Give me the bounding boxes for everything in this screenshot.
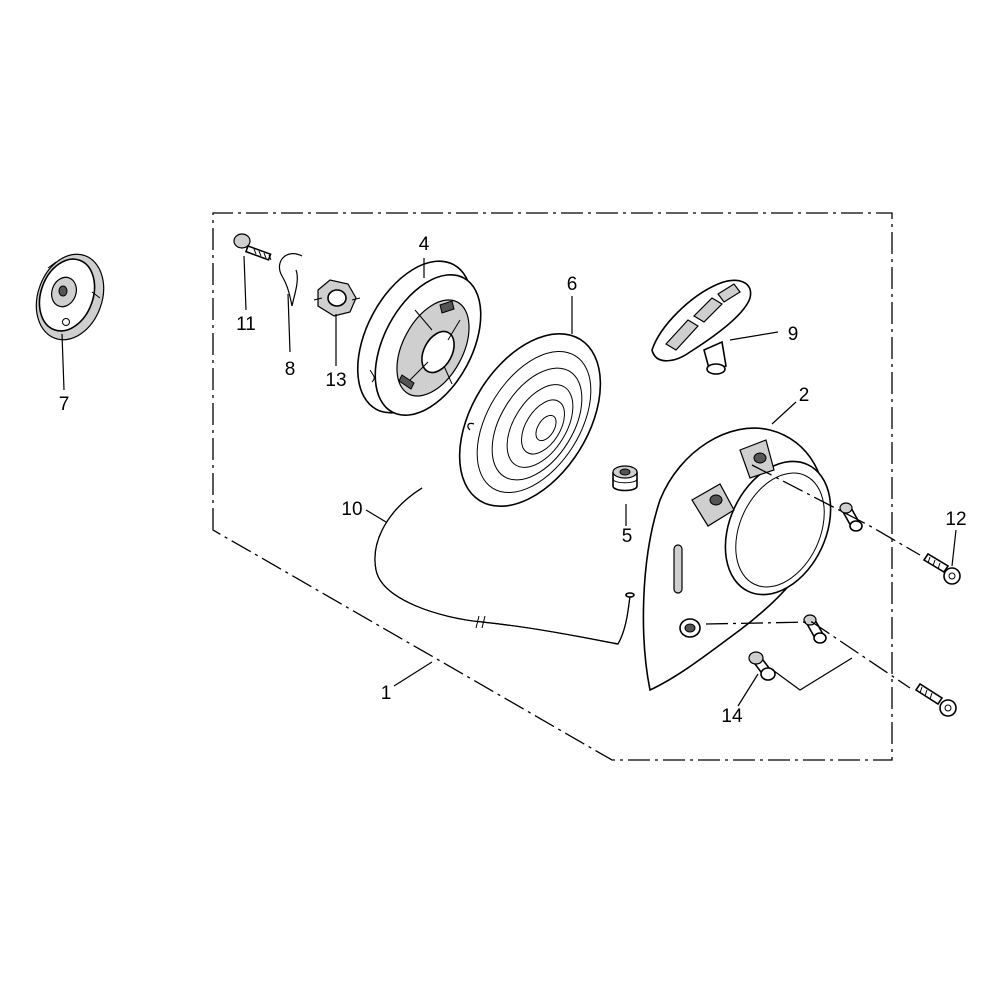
part-5-bushing[interactable] <box>612 465 638 492</box>
callout-7: 7 <box>59 394 70 415</box>
callout-5: 5 <box>622 526 633 547</box>
part-13-ratchet[interactable] <box>313 279 361 317</box>
part-12-screw-lower[interactable] <box>914 682 957 717</box>
callout-8: 8 <box>285 359 296 380</box>
callout-14: 14 <box>721 706 743 727</box>
callout-6: 6 <box>567 274 578 295</box>
callout-13: 13 <box>325 370 346 391</box>
leader-lines <box>61 255 957 707</box>
part-14-collar[interactable] <box>748 651 776 681</box>
callout-4: 4 <box>419 234 430 255</box>
part-2-starter-case[interactable] <box>642 427 851 692</box>
spacer-collar-upper[interactable] <box>839 502 863 532</box>
callout-10: 10 <box>341 499 362 520</box>
callout-12: 12 <box>945 509 966 530</box>
spacer-collar-middle[interactable] <box>803 614 827 644</box>
part-10-starter-rope[interactable] <box>374 487 635 645</box>
callout-2: 2 <box>799 385 810 406</box>
part-4-rope-pulley[interactable] <box>334 242 502 433</box>
part-11-screw[interactable] <box>233 233 272 261</box>
callout-11: 11 <box>236 314 256 335</box>
part-8-spring-clip[interactable] <box>278 253 303 307</box>
callout-1: 1 <box>381 683 392 704</box>
part-12-screw-upper[interactable] <box>922 552 961 585</box>
part-7-pulley-plate[interactable] <box>25 245 115 350</box>
callout-9: 9 <box>788 324 799 345</box>
part-6-recoil-spring[interactable] <box>430 309 629 532</box>
part-9-starter-handle[interactable] <box>651 279 752 375</box>
assembly-boundary <box>212 212 893 761</box>
